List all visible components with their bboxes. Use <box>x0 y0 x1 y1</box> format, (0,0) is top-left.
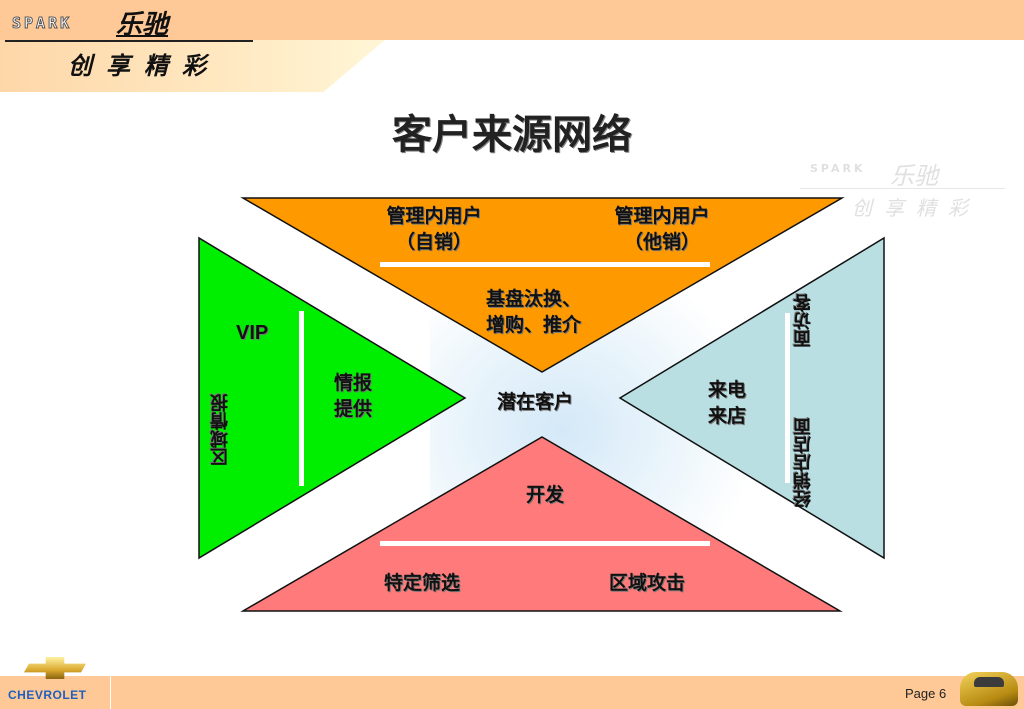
left-divider <box>299 311 304 486</box>
logo-slogan: 创享精彩 <box>68 52 220 80</box>
bottom-triangle <box>240 436 843 612</box>
bottom-top-label: 开发 <box>526 484 565 506</box>
right-triangle <box>618 236 885 560</box>
text: （自销） <box>395 231 472 253</box>
vip-label: VIP <box>236 322 269 344</box>
logo-cn: 乐驰 <box>116 10 169 40</box>
page-title: 客户来源网络 <box>392 112 632 158</box>
right-divider <box>785 313 790 483</box>
watermark-divider <box>800 188 1005 189</box>
logo-en: SPARK <box>11 14 73 33</box>
top-right-label: 管理内用户 （他销） <box>600 203 724 255</box>
text: 来电 <box>708 379 747 401</box>
header-logo-block <box>0 40 385 92</box>
watermark-en: SPARK <box>810 162 866 175</box>
text: 管理内用户 <box>386 205 482 227</box>
right-inner-label: 来电 来店 <box>708 377 746 429</box>
bottom-right-label: 区域攻击 <box>609 572 686 594</box>
watermark-logo: SPARK 乐驰 创享精彩 <box>800 160 1010 220</box>
top-triangle <box>240 197 845 373</box>
text: 情报 <box>334 372 373 394</box>
left-triangle <box>198 236 467 560</box>
text: 来店 <box>708 405 747 427</box>
text: 增购、推介 <box>486 314 582 336</box>
text: 提供 <box>334 398 373 420</box>
watermark-slogan: 创享精彩 <box>852 196 980 220</box>
right-rotated-label-a: 面访客 <box>793 294 814 348</box>
footer-band <box>0 676 1024 709</box>
car-thumbnail-image <box>960 672 1018 706</box>
top-left-label: 管理内用户 （自销） <box>372 203 496 255</box>
left-rotated-label: 区域情报 <box>210 394 231 466</box>
bottom-divider <box>380 541 710 546</box>
center-label: 潜在客户 <box>497 391 574 413</box>
text: 基盘汰换、 <box>486 288 582 310</box>
left-inner-label: 情报 提供 <box>334 370 372 422</box>
right-rotated-label-b: 经销店店面 <box>793 418 814 508</box>
page-number: Page 6 <box>905 686 947 701</box>
text: 管理内用户 <box>614 205 710 227</box>
logo-divider <box>5 40 253 42</box>
brand-name: CHEVROLET <box>8 688 87 702</box>
top-bottom-label: 基盘汰换、 增购、推介 <box>486 286 581 338</box>
text: （他销） <box>623 231 700 253</box>
header-band <box>0 0 1024 40</box>
bottom-left-label: 特定筛选 <box>384 572 461 594</box>
top-divider <box>380 262 710 267</box>
bowtie-icon <box>24 657 86 679</box>
watermark-cn: 乐驰 <box>890 162 938 190</box>
chevrolet-logo: CHEVROLET <box>0 650 111 709</box>
